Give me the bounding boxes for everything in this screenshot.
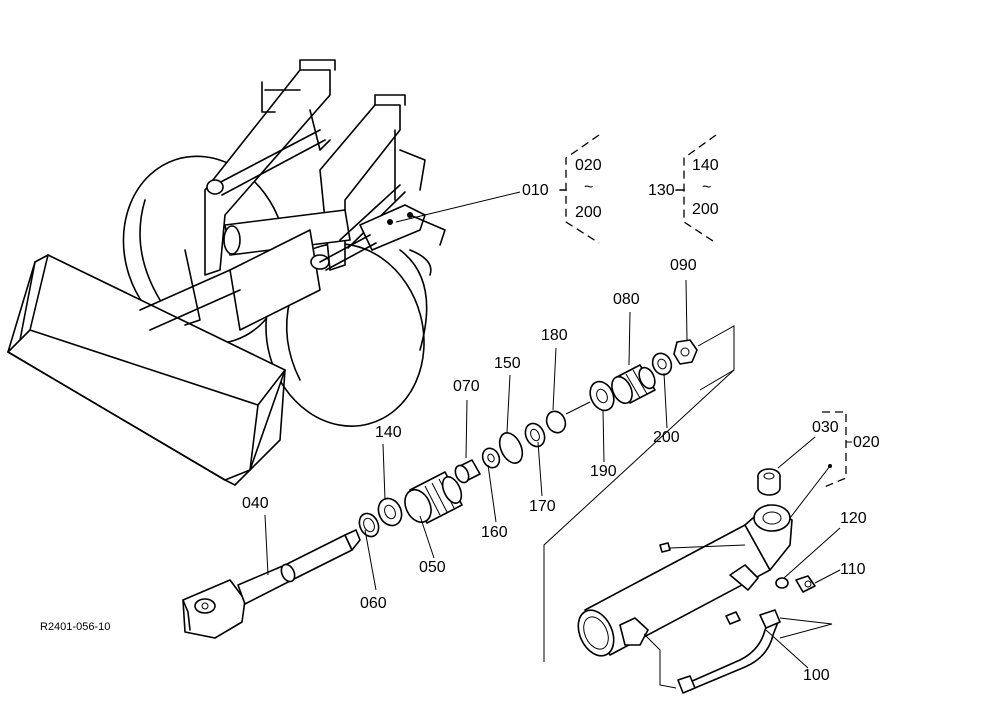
callout-060: 060 (360, 595, 387, 612)
piston (404, 471, 463, 524)
callout-110: 110 (840, 561, 866, 578)
callout-020-range-start: 020 (575, 157, 602, 174)
callout-180: 180 (541, 327, 568, 344)
cylinder-body (577, 464, 832, 657)
drawing-reference-number: R2401-056-10 (40, 621, 111, 633)
callout-200-range-end: 200 (692, 201, 719, 218)
callout-200: 200 (653, 429, 680, 446)
callout-120: 120 (840, 510, 867, 527)
callout-140-range-start: 140 (692, 157, 719, 174)
callout-080: 080 (613, 291, 640, 308)
callout-140: 140 (375, 424, 402, 441)
callout-070: 070 (453, 378, 480, 395)
callout-170: 170 (529, 498, 556, 515)
callout-020: 020 (853, 434, 880, 451)
range-separator: ~ (584, 179, 594, 196)
callout-200-range-end: 200 (575, 204, 602, 221)
callout-190: 190 (590, 463, 617, 480)
callout-130: 130 (648, 182, 675, 199)
callout-040: 040 (242, 495, 269, 512)
callout-010: 010 (522, 182, 549, 199)
callout-150: 150 (494, 355, 521, 372)
range-separator: ~ (702, 179, 712, 196)
callout-030: 030 (812, 419, 839, 436)
callout-100: 100 (803, 667, 830, 684)
callout-160: 160 (481, 524, 508, 541)
callout-050: 050 (419, 559, 446, 576)
loader-illustration (7, 59, 446, 486)
piston-rod-assembly (182, 529, 361, 639)
callout-090: 090 (670, 257, 697, 274)
gland (611, 364, 656, 405)
